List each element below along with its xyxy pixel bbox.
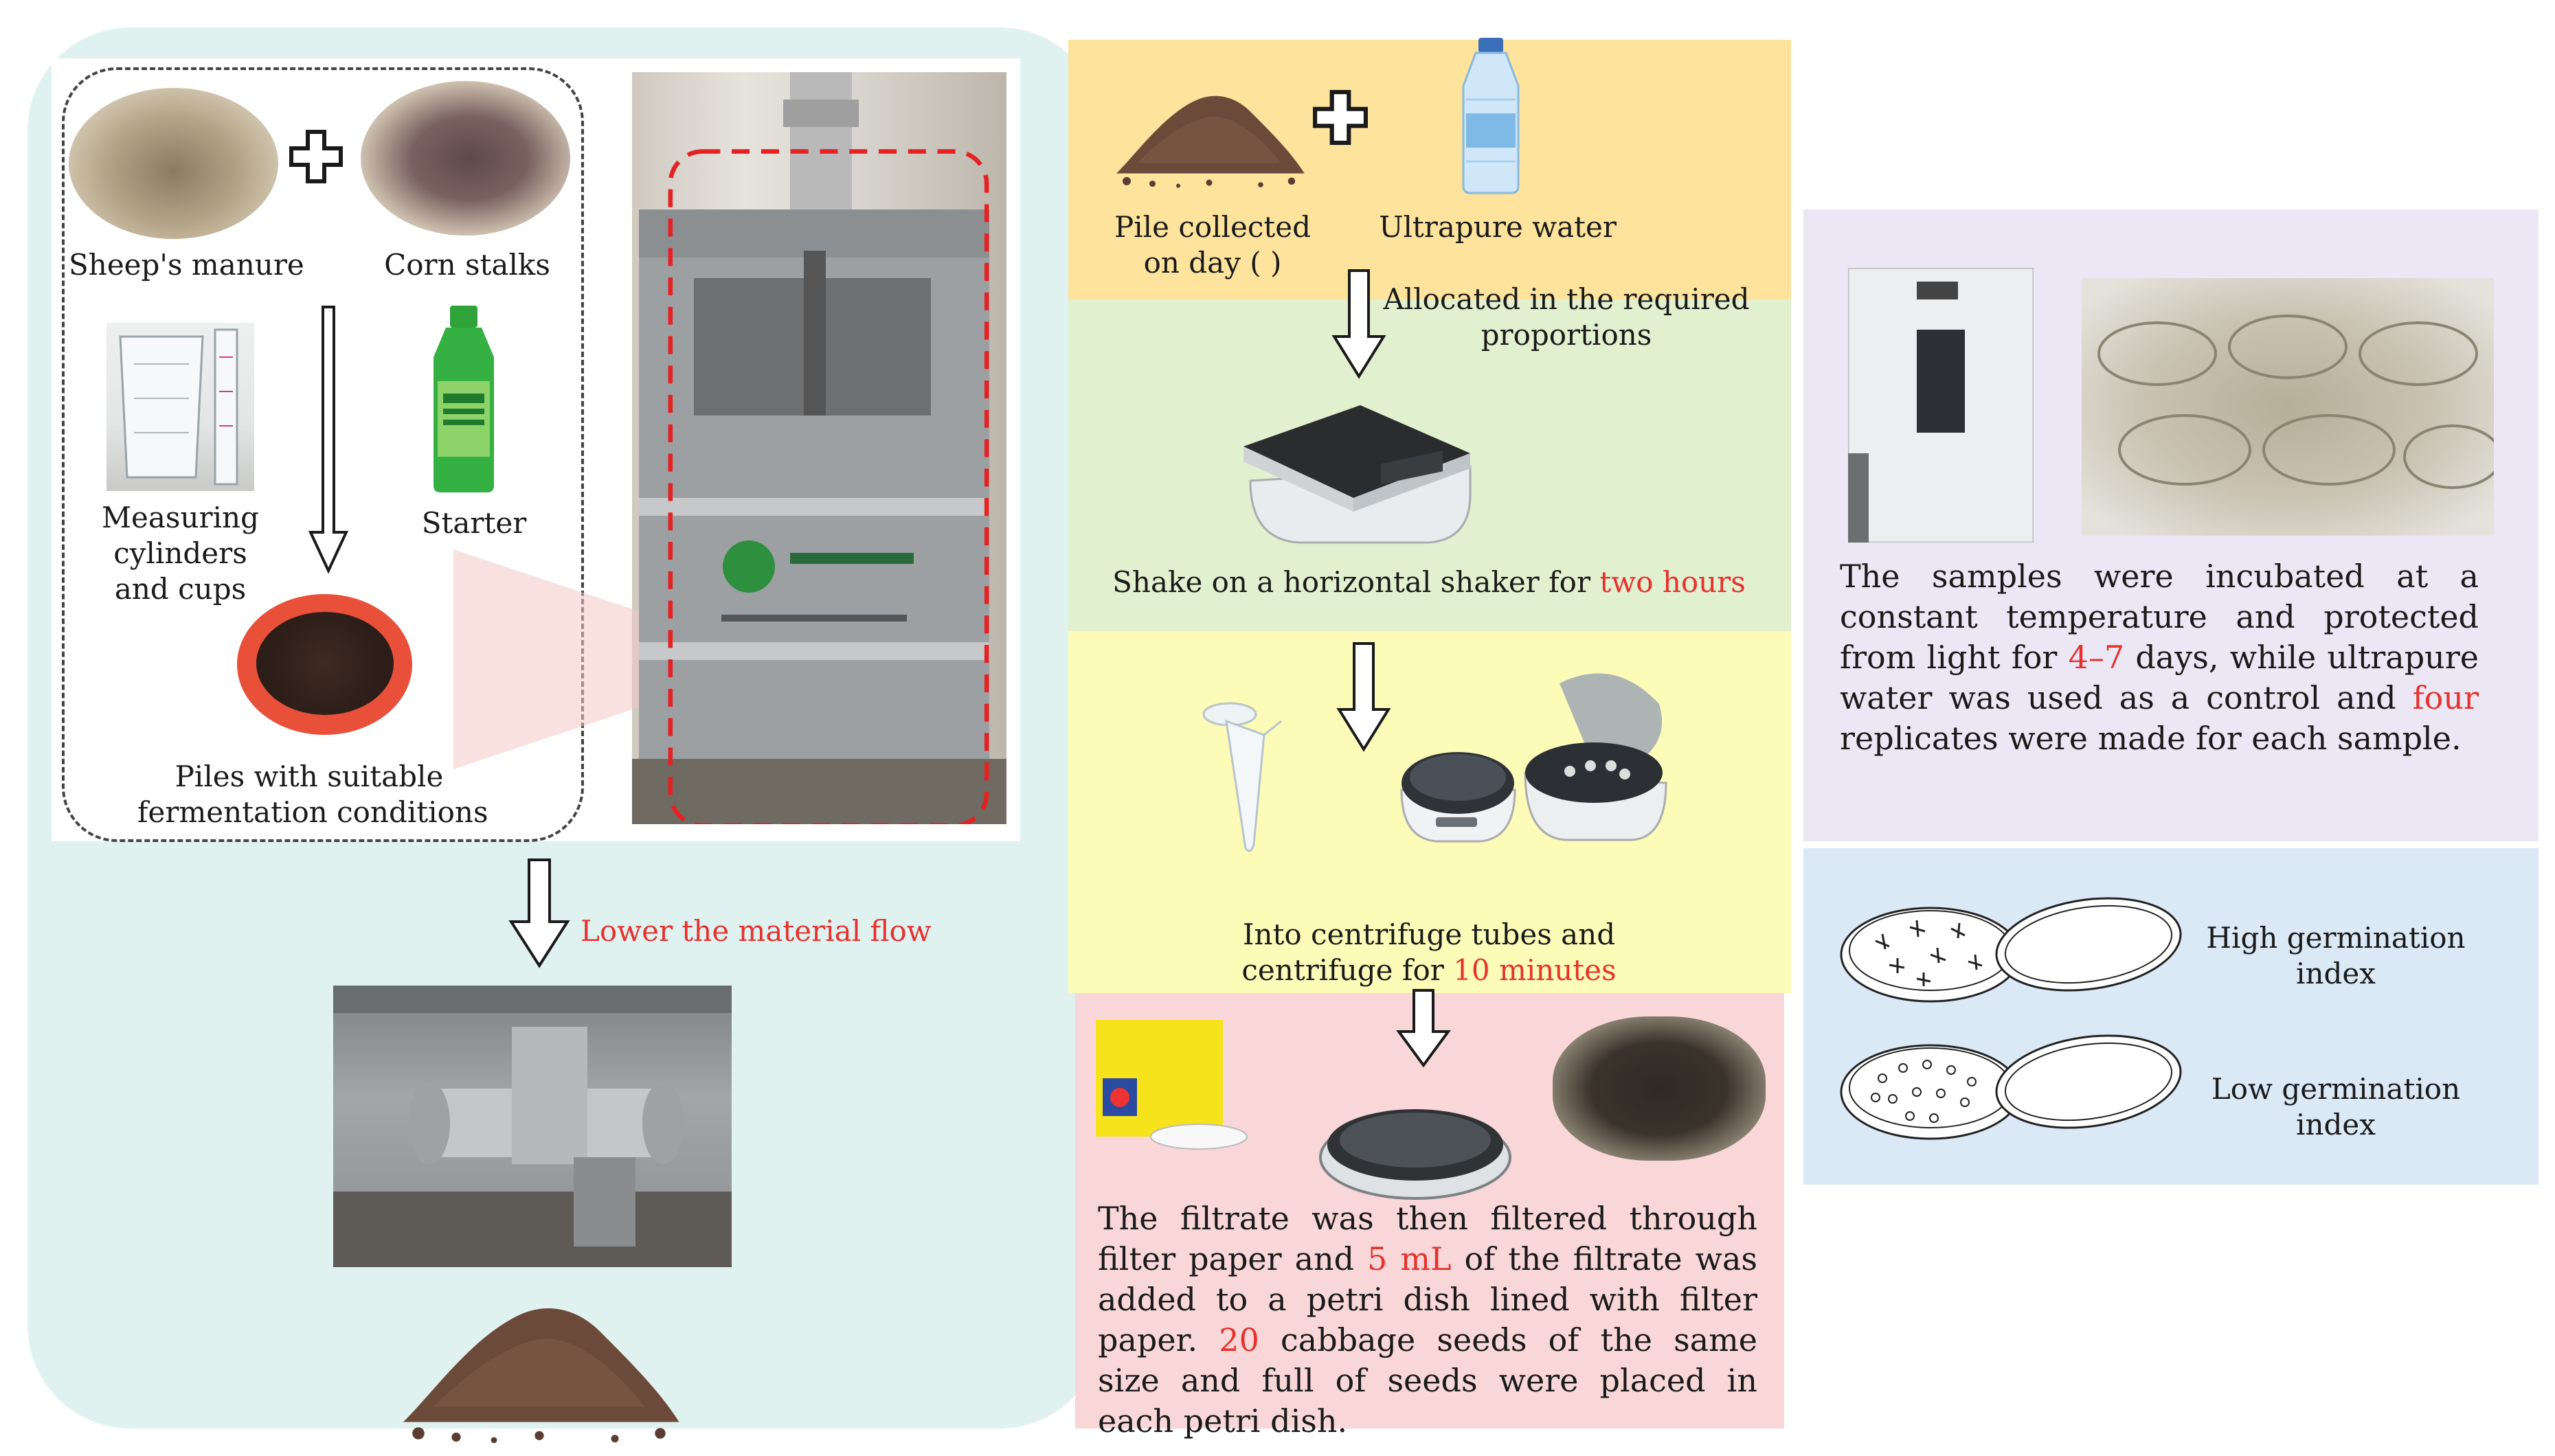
lower-material-flow-label: Lower the material flow	[581, 914, 932, 948]
cabbage-seeds-photo	[1553, 1016, 1766, 1161]
down-arrow-icon	[1331, 269, 1386, 379]
centrifuge-tube-icon	[1199, 694, 1295, 858]
centrifuge-open-icon	[1511, 663, 1676, 845]
down-arrow-icon	[1396, 989, 1451, 1068]
corn-stalks-photo	[361, 81, 570, 236]
measuring-cups-photo	[106, 323, 254, 491]
corn-stalks-label: Corn stalks	[384, 248, 550, 282]
petri-stack-photo	[2082, 278, 2494, 536]
incubation-paragraph: The samples were incubated at a constant…	[1840, 558, 2479, 757]
sheep-manure-photo	[69, 88, 278, 239]
plus-icon	[1312, 89, 1369, 146]
centrifuge-label: Into centrifuge tubes and centrifuge for…	[1241, 918, 1617, 987]
shaker-icon	[1237, 398, 1477, 553]
pile-bowl-photo	[237, 594, 412, 735]
material-outlet-photo	[333, 986, 732, 1267]
down-arrow-icon	[308, 306, 349, 573]
petri-dish-icon	[1316, 1068, 1515, 1205]
ultrapure-water-label: Ultrapure water	[1379, 210, 1617, 244]
filtrate-paragraph: The filtrate was then filtered through f…	[1098, 1200, 1757, 1440]
incubator-photo	[1848, 268, 2034, 543]
down-arrow-icon	[1336, 642, 1391, 752]
starter-label: Starter	[421, 506, 527, 540]
pile-icon	[1106, 76, 1312, 189]
sheep-manure-label: Sheep's manure	[69, 248, 304, 282]
plus-icon	[289, 129, 344, 184]
materials-dashed-box	[62, 67, 584, 842]
down-arrow-icon	[508, 858, 570, 968]
centrifuge-closed-icon	[1395, 728, 1522, 845]
high-germination-dish-icon	[1834, 879, 2185, 1016]
low-germination-dish-icon	[1834, 1016, 2185, 1154]
composting-machine-photo	[632, 72, 1006, 824]
final-pile-icon	[388, 1277, 690, 1446]
shake-label: Shake on a horizontal shaker for two hou…	[1112, 565, 1746, 599]
water-bottle-icon	[1456, 38, 1525, 194]
filter-paper-icon	[1092, 1016, 1250, 1154]
starter-bottle-icon	[423, 306, 505, 494]
callout-wedge	[453, 549, 639, 769]
